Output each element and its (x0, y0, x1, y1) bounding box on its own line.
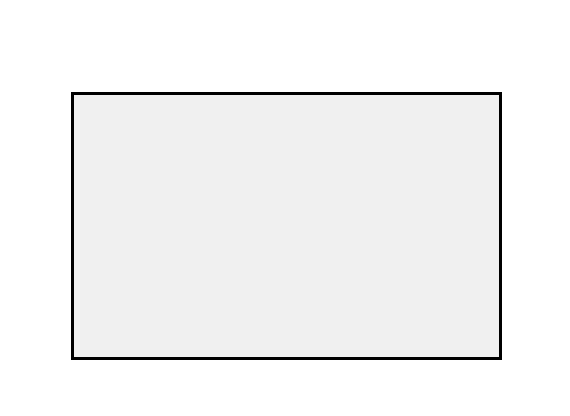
rectangle-panel (71, 92, 502, 360)
